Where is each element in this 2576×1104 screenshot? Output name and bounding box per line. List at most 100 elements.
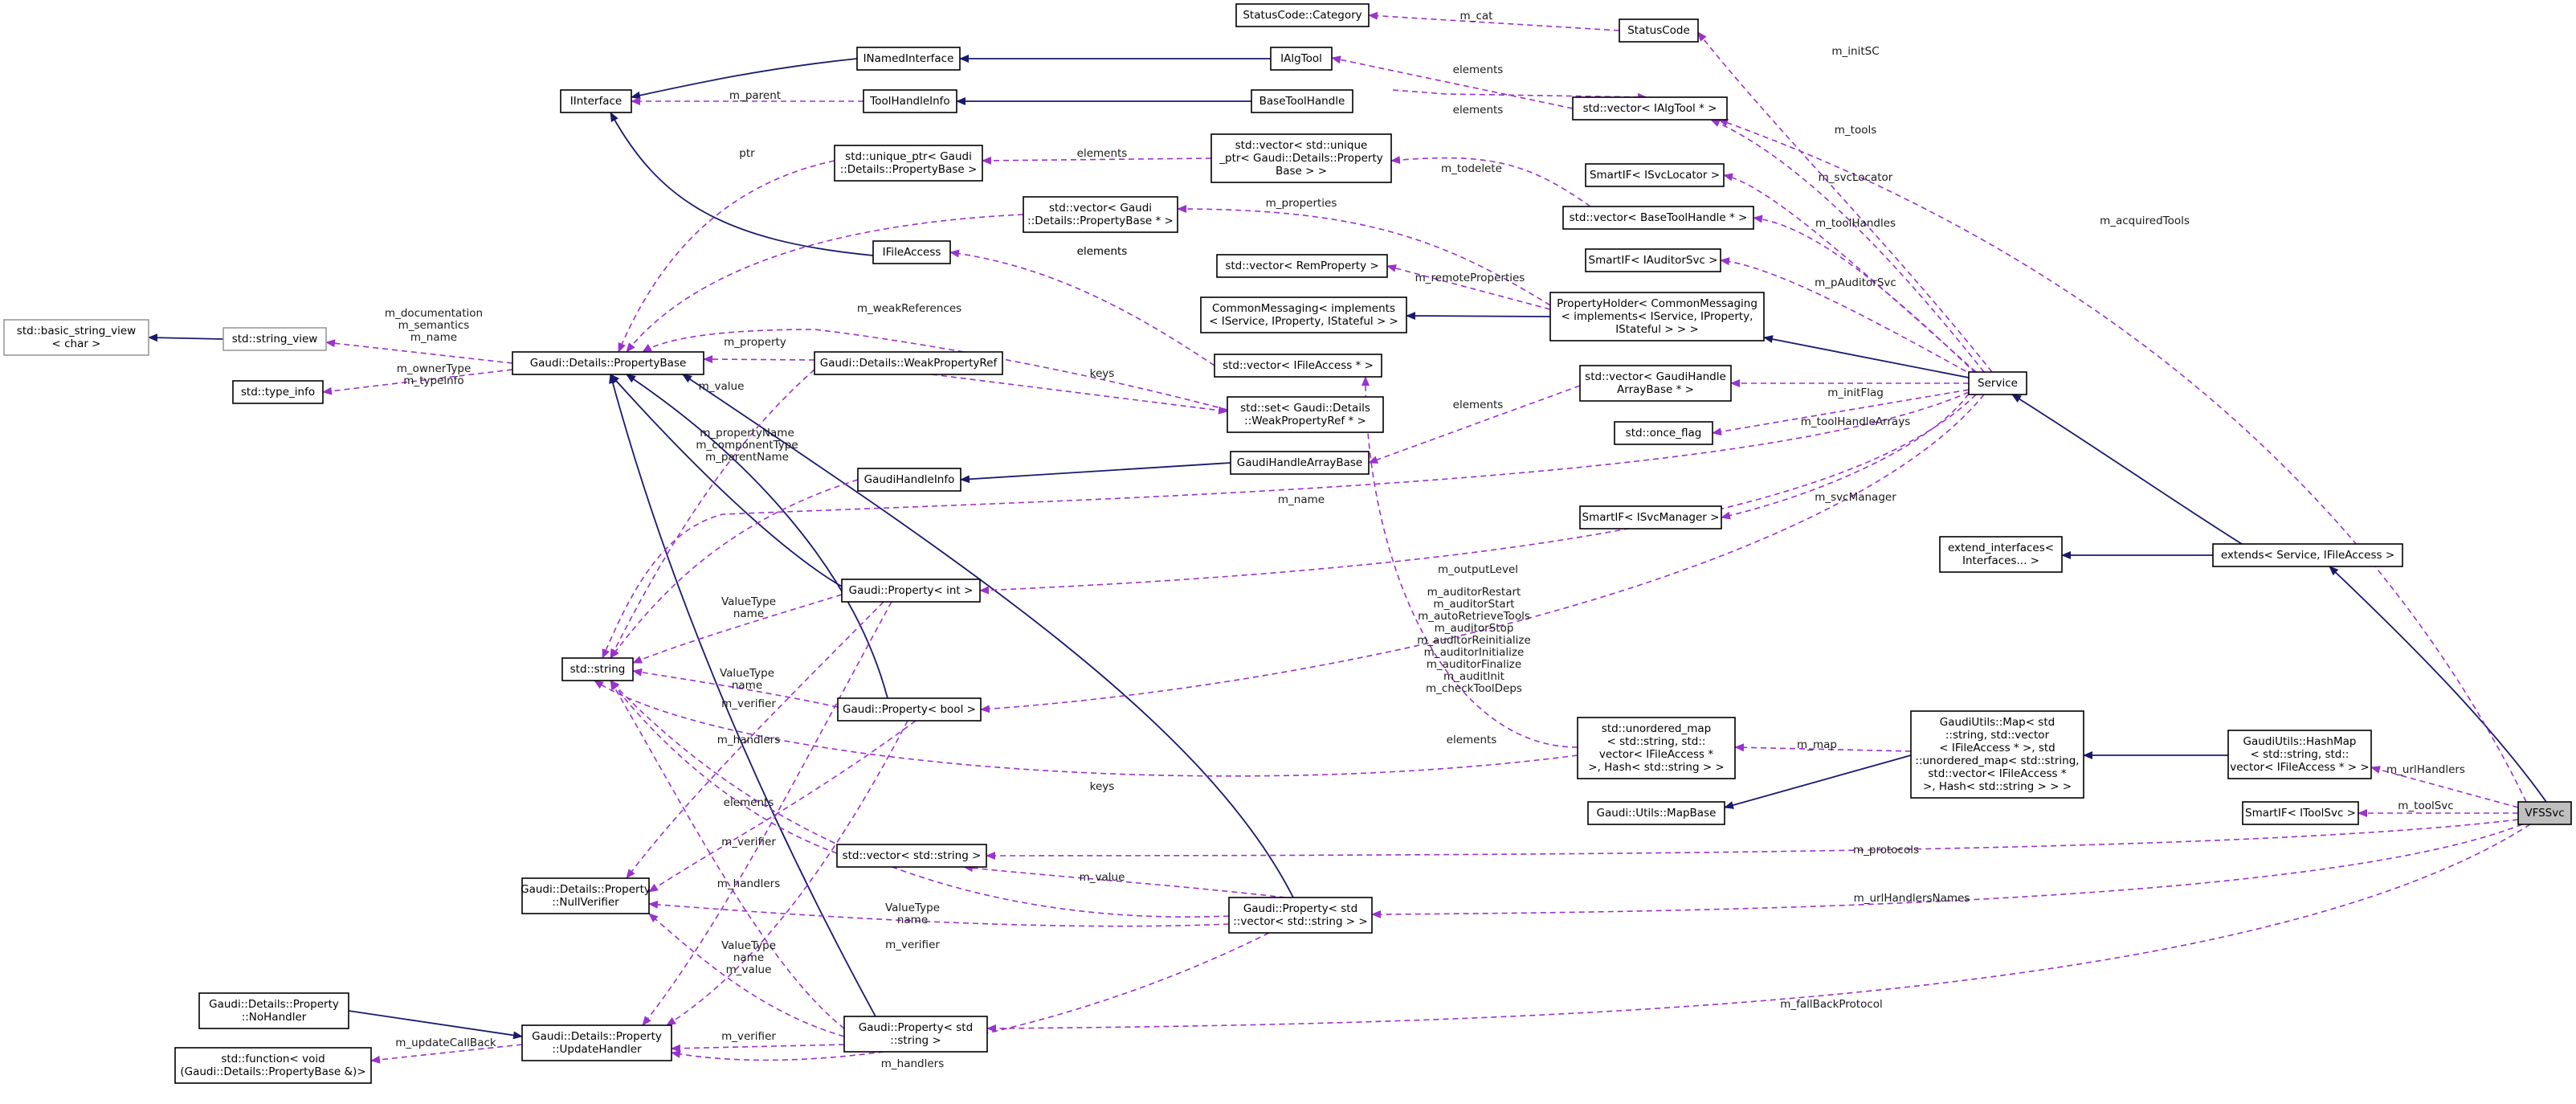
node-gaudi-utils-mapbase[interactable]: Gaudi::Utils::MapBase <box>1587 801 1725 825</box>
node-smartif-iauditorsvc[interactable]: SmartIF< IAuditorSvc > <box>1585 248 1721 272</box>
node-service[interactable]: Service <box>1968 371 2027 395</box>
node-box[interactable] <box>1235 3 1370 27</box>
node-extends-service[interactable]: extends< Service, IFileAccess > <box>2212 543 2403 567</box>
node-box[interactable] <box>1585 248 1721 272</box>
node-box[interactable] <box>512 351 704 375</box>
node-update-handler[interactable]: Gaudi::Details::Property::UpdateHandler <box>521 1024 672 1061</box>
node-box[interactable] <box>1577 717 1736 779</box>
node-box[interactable] <box>1910 710 2084 799</box>
edge-label-m-auditors: m_auditorInitialize <box>1424 646 1525 659</box>
node-smartif-isvcmanager[interactable]: SmartIF< ISvcManager > <box>1579 505 1722 530</box>
node-gaudi-handle-info[interactable]: GaudiHandleInfo <box>857 468 961 492</box>
node-box[interactable] <box>872 240 951 264</box>
node-box[interactable] <box>1200 296 1407 333</box>
node-weak-property-ref[interactable]: Gaudi::Details::WeakPropertyRef <box>814 351 1003 375</box>
node-box[interactable] <box>521 877 650 914</box>
node-unordered-map[interactable]: std::unordered_map< std::string, std::ve… <box>1577 717 1736 779</box>
node-gaudi-utils-map[interactable]: GaudiUtils::Map< std::string, std::vecto… <box>1910 710 2084 799</box>
node-box[interactable] <box>1251 89 1353 113</box>
node-box[interactable] <box>2227 730 2372 779</box>
node-box[interactable] <box>1227 396 1384 433</box>
node-box[interactable] <box>1572 96 1728 121</box>
node-box[interactable] <box>857 468 961 492</box>
node-box[interactable] <box>1214 354 1382 378</box>
node-iinterface[interactable]: IInterface <box>560 89 632 113</box>
node-vector-remproperty[interactable]: std::vector< RemProperty > <box>1216 254 1388 278</box>
node-smartif-itoolsvc[interactable]: SmartIF< IToolSvc > <box>2242 801 2359 825</box>
node-tool-handle-info[interactable]: ToolHandleInfo <box>863 89 957 113</box>
node-box[interactable] <box>1585 163 1725 187</box>
node-basic-string-view[interactable]: std::basic_string_view< char > <box>3 319 149 356</box>
node-null-verifier[interactable]: Gaudi::Details::Property::NullVerifier <box>521 877 651 914</box>
node-box[interactable] <box>222 327 327 351</box>
node-extend-interfaces[interactable]: extend_interfaces<Interfaces... > <box>1939 536 2063 573</box>
node-vector-pb-ptr[interactable]: std::vector< Gaudi::Details::PropertyBas… <box>1023 196 1178 233</box>
node-box[interactable] <box>1579 505 1722 530</box>
node-box[interactable] <box>1270 47 1333 71</box>
node-vector-ialgtool[interactable]: std::vector< IAlgTool * > <box>1572 96 1728 121</box>
node-vector-gaudihandlearraybase[interactable]: std::vector< GaudiHandleArrayBase * > <box>1579 365 1732 402</box>
node-property-vector-string[interactable]: Gaudi::Property< std::vector< std::strin… <box>1228 897 1373 934</box>
node-box[interactable] <box>1023 196 1178 233</box>
node-property-base[interactable]: Gaudi::Details::PropertyBase <box>512 351 704 375</box>
node-string-view[interactable]: std::string_view <box>222 327 327 351</box>
node-box[interactable] <box>837 697 982 722</box>
node-vector-unique-ptr-pb[interactable]: std::vector< std::unique_ptr< Gaudi::Det… <box>1210 133 1392 183</box>
node-std-string[interactable]: std::string <box>561 657 634 681</box>
node-box[interactable] <box>560 89 632 113</box>
node-box[interactable] <box>841 579 981 603</box>
node-property-holder[interactable]: PropertyHolder< CommonMessaging< impleme… <box>1549 292 1765 341</box>
node-ialg-tool[interactable]: IAlgTool <box>1270 47 1333 71</box>
node-status-code[interactable]: StatusCode <box>1619 18 1699 43</box>
node-vfssvc[interactable]: VFSSvc <box>2517 801 2572 825</box>
node-gaudi-utils-hashmap[interactable]: GaudiUtils::HashMap< std::string, std::v… <box>2227 730 2372 779</box>
node-box[interactable] <box>1562 206 1754 230</box>
node-box[interactable] <box>814 351 1003 375</box>
node-base-tool-handle[interactable]: BaseToolHandle <box>1251 89 1353 113</box>
node-box[interactable] <box>1230 451 1370 475</box>
node-vector-basetoolhandle[interactable]: std::vector< BaseToolHandle * > <box>1562 206 1754 230</box>
node-box[interactable] <box>1619 18 1699 43</box>
node-smartif-isvclocator[interactable]: SmartIF< ISvcLocator > <box>1585 163 1725 187</box>
node-box[interactable] <box>232 380 324 404</box>
node-box[interactable] <box>843 1016 988 1053</box>
node-property-string[interactable]: Gaudi::Property< std::string > <box>843 1016 988 1053</box>
node-box[interactable] <box>198 992 349 1029</box>
node-box[interactable] <box>834 145 983 182</box>
node-box[interactable] <box>2242 801 2359 825</box>
node-box[interactable] <box>174 1047 372 1084</box>
node-type-info[interactable]: std::type_info <box>232 380 324 404</box>
node-once-flag[interactable]: std::once_flag <box>1614 421 1713 445</box>
node-unique-ptr-pb[interactable]: std::unique_ptr< Gaudi::Details::Propert… <box>834 145 983 182</box>
node-gaudi-handle-array-base[interactable]: GaudiHandleArrayBase <box>1230 451 1370 475</box>
node-box[interactable] <box>2212 543 2403 567</box>
node-box[interactable] <box>3 319 149 356</box>
node-box[interactable] <box>1216 254 1388 278</box>
node-box[interactable] <box>2517 801 2572 825</box>
node-ifile-access[interactable]: IFileAccess <box>872 240 951 264</box>
node-no-handler[interactable]: Gaudi::Details::Property::NoHandler <box>198 992 349 1029</box>
node-inamed-interface[interactable]: INamedInterface <box>856 47 961 71</box>
node-property-int[interactable]: Gaudi::Property< int > <box>841 579 981 603</box>
node-box[interactable] <box>856 47 961 71</box>
node-box[interactable] <box>1210 133 1392 183</box>
node-box[interactable] <box>1968 371 2027 395</box>
node-box[interactable] <box>1579 365 1732 402</box>
node-box[interactable] <box>836 844 987 868</box>
node-common-messaging[interactable]: CommonMessaging< implements< IService, I… <box>1200 296 1407 333</box>
node-status-code-category[interactable]: StatusCode::Category <box>1235 3 1370 27</box>
node-box[interactable] <box>863 89 957 113</box>
node-property-bool[interactable]: Gaudi::Property< bool > <box>837 697 982 722</box>
node-vector-string[interactable]: std::vector< std::string > <box>836 844 987 868</box>
node-set-weakpropertyref[interactable]: std::set< Gaudi::Details::WeakPropertyRe… <box>1227 396 1384 433</box>
node-box[interactable] <box>1228 897 1373 934</box>
node-box[interactable] <box>1587 801 1725 825</box>
node-box[interactable] <box>561 657 634 681</box>
node-box[interactable] <box>1549 292 1765 341</box>
node-box[interactable] <box>1939 536 2063 573</box>
node-label: ToolHandleInfo <box>869 95 949 108</box>
node-std-function[interactable]: std::function< void(Gaudi::Details::Prop… <box>174 1047 372 1084</box>
node-box[interactable] <box>1614 421 1713 445</box>
node-box[interactable] <box>521 1024 672 1061</box>
node-vector-ifileaccess[interactable]: std::vector< IFileAccess * > <box>1214 354 1382 378</box>
